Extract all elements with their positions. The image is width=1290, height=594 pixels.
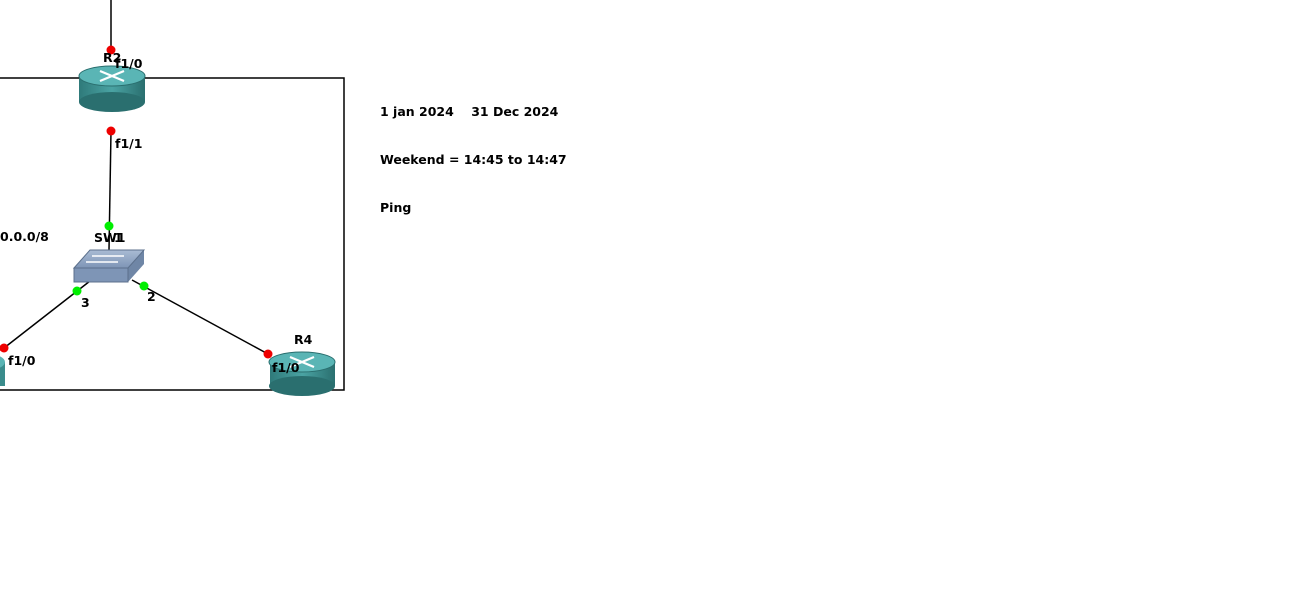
area-boundary-rectangle [0,77,345,391]
interface-dot-r2-f1-0[interactable] [106,45,116,55]
interface-label-r2-f1-1: f1/1 [115,136,142,151]
annotation-note: 1 jan 2024 31 Dec 2024 Weekend = 14:45 t… [380,72,567,232]
switch-sw1[interactable] [72,249,146,283]
interface-label-r3-f1-0: f1/0 [8,353,36,368]
router-r2[interactable] [78,65,146,112]
interface-dot-sw1-port2[interactable] [139,281,149,291]
switch-arrows-icon [86,255,124,263]
interface-label-sw1-port3: 3 [81,295,90,310]
device-label-r2: R2 [103,50,121,65]
interface-dot-r3-f1-0[interactable] [0,343,9,353]
interface-dot-sw1-port3[interactable] [72,286,82,296]
annotation-weekend-time: Weekend = 14:45 to 14:47 [380,152,567,167]
link-sw1-r4[interactable] [131,279,269,355]
annotation-ping: Ping [380,200,412,215]
annotation-date-range: 1 jan 2024 31 Dec 2024 [380,104,559,119]
interface-label-sw1-port1: 1 [114,230,123,245]
router-arrows-icon [99,69,125,83]
interface-dot-r2-f1-1[interactable] [106,126,116,136]
router-r4[interactable] [268,351,336,396]
interface-dot-r4-f1-0[interactable] [263,349,273,359]
interface-dot-sw1-port1[interactable] [104,221,114,231]
interface-label-r4-f1-0: f1/0 [272,360,300,375]
router-arrows-icon [289,355,315,369]
device-label-r4: R4 [294,332,313,347]
device-label-sw1: SW1 [94,230,126,245]
router-r3-partial[interactable] [0,354,5,386]
interface-label-sw1-port2: 2 [147,289,156,304]
network-address-label: 0.0.0/8 [0,229,49,244]
interface-label-r2-f1-0: f1/0 [115,56,143,71]
